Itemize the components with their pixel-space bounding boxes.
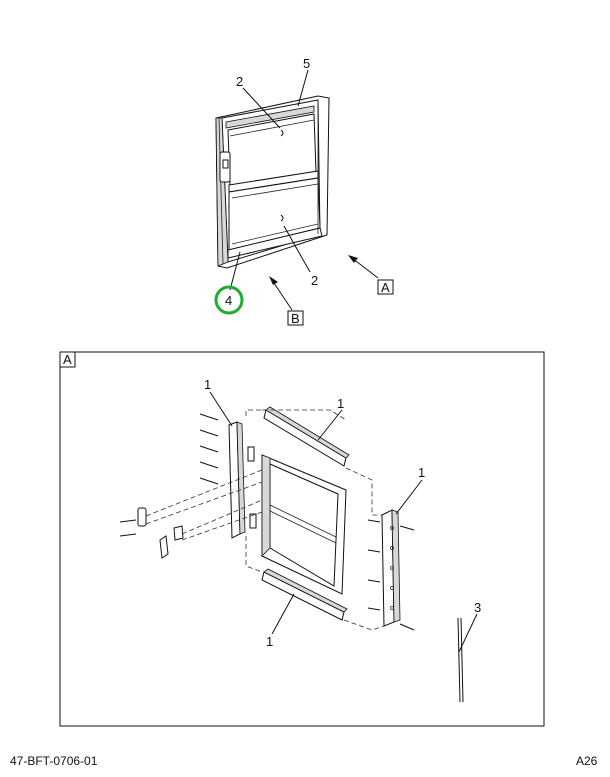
exploded-window — [119, 406, 415, 631]
callout-4: 4 — [225, 293, 232, 308]
callout-1-right: 1 — [418, 465, 425, 480]
callout-1-bottom: 1 — [266, 634, 273, 649]
view-arrow-a: A — [348, 255, 394, 295]
screws-right — [367, 519, 415, 631]
channel-holes — [390, 526, 394, 610]
callout-3: 3 — [474, 600, 481, 615]
highlight-circle — [214, 285, 244, 315]
callout-leaders-top — [229, 69, 311, 291]
callout-2-upper: 2 — [236, 74, 243, 89]
detail-a-box: A — [59, 351, 545, 727]
view-marker-b: B — [291, 311, 300, 326]
window-assembly-view — [215, 95, 330, 269]
callout-1-top-right: 1 — [337, 396, 344, 411]
callout-1-top-left: 1 — [204, 377, 211, 392]
callout-leaders-detail — [209, 391, 478, 653]
screws-left — [119, 413, 219, 537]
detail-marker-a: A — [63, 352, 72, 367]
assembly-dashes — [145, 409, 385, 631]
callout-5: 5 — [303, 56, 310, 71]
page-reference: A26 — [576, 754, 598, 768]
drawing-number: 47-BFT-0706-01 — [10, 754, 98, 768]
view-arrow-b: B — [269, 276, 304, 326]
highlighted-callout[interactable]: 4 — [214, 285, 244, 315]
view-marker-a: A — [381, 280, 390, 295]
item-3-part — [457, 617, 464, 703]
callout-2-lower: 2 — [311, 273, 318, 288]
